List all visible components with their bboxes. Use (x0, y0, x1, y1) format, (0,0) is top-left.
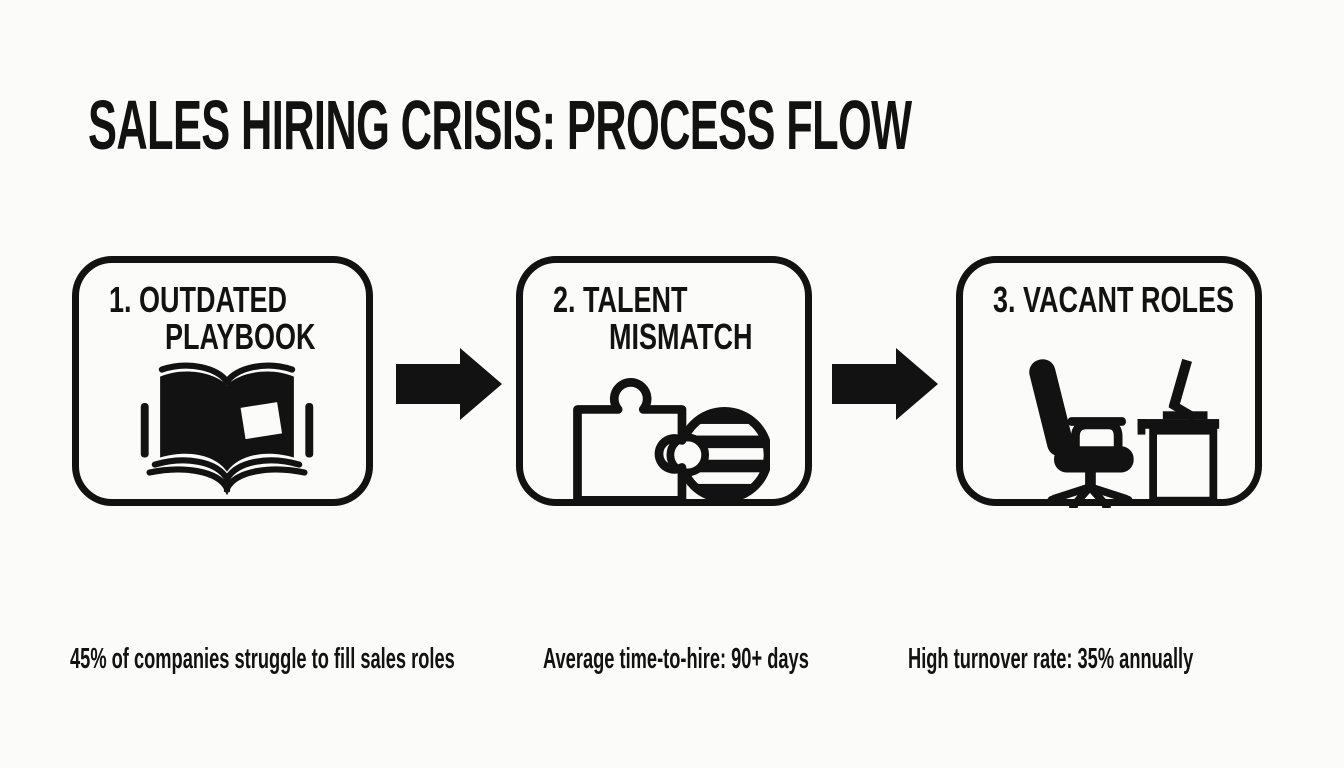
stat-time-to-hire: Average time-to-hire: 90+ days (543, 643, 809, 675)
step-label-line1: 1. OUTDATED (109, 279, 288, 320)
stat-outdated-playbook: 45% of companies struggle to fill sales … (70, 643, 455, 675)
arrow-right-icon (396, 348, 502, 420)
step-label-line2: MISMATCH (609, 316, 753, 357)
step-box-outdated-playbook: 1. OUTDATED PLAYBOOK (72, 256, 373, 506)
open-book-icon (140, 362, 313, 496)
step-box-talent-mismatch: 2. TALENT MISMATCH (516, 256, 812, 506)
step-label: 1. OUTDATED PLAYBOOK (109, 281, 360, 355)
stat-turnover-rate: High turnover rate: 35% annually (908, 643, 1194, 675)
step-label-line2: PLAYBOOK (165, 316, 316, 357)
step-label-line1: 3. VACANT ROLES (993, 279, 1235, 320)
step-label: 2. TALENT MISMATCH (553, 281, 799, 355)
step-label: 3. VACANT ROLES (993, 281, 1249, 318)
arrow-right-icon (832, 348, 938, 420)
puzzle-globe-icon (573, 378, 770, 505)
step-box-vacant-roles: 3. VACANT ROLES (956, 256, 1262, 509)
empty-desk-chair-icon (1029, 358, 1220, 509)
step-label-line1: 2. TALENT (553, 279, 688, 320)
page-title: SALES HIRING CRISIS: PROCESS FLOW (88, 86, 912, 164)
